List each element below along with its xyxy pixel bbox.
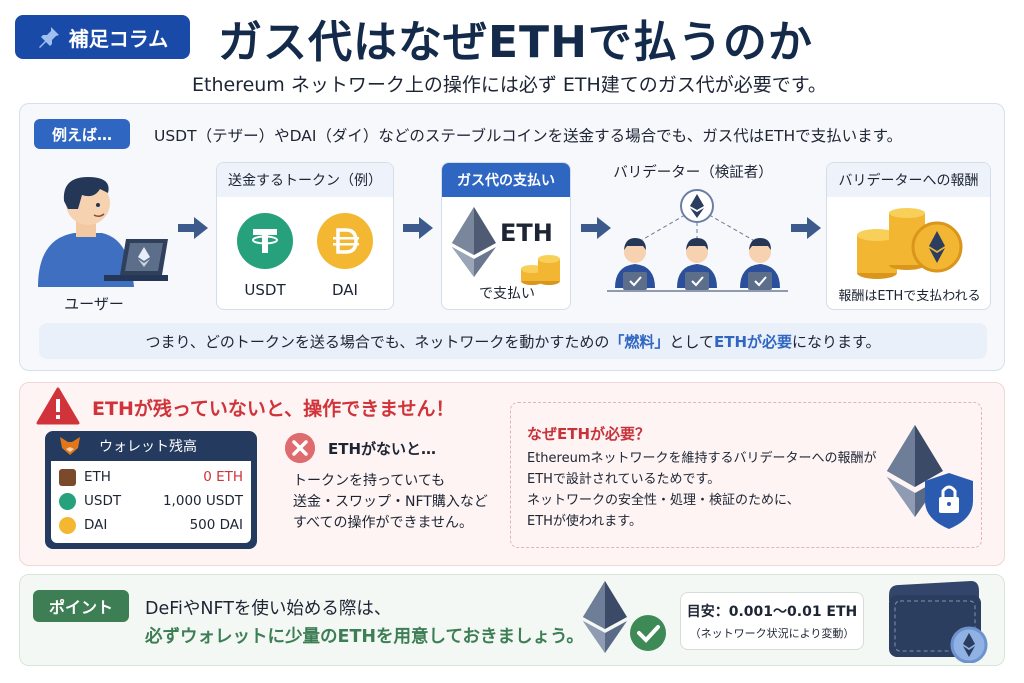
token-label: DAI xyxy=(332,281,358,299)
point-text-line1: DeFiやNFTを使い始める際は、 xyxy=(145,599,392,619)
validator-person xyxy=(615,238,655,290)
gas-card-caption: で支払い xyxy=(479,286,535,302)
arrow-right-icon xyxy=(581,217,611,239)
arrow-right-icon xyxy=(791,217,821,239)
dai-icon xyxy=(317,213,373,269)
guide-amount: 目安：0.001〜0.01 ETH xyxy=(686,604,858,620)
guide-amount-box: 目安：0.001〜0.01 ETH （ネットワーク状況により変動） xyxy=(680,592,864,650)
warning-icon xyxy=(36,387,80,425)
page-title: ガス代はなぜETHで払うのか xyxy=(218,17,813,68)
reward-card-caption: 報酬はETHで支払われる xyxy=(838,289,981,304)
eth-balance: 0 ETH xyxy=(203,469,243,485)
page-subtitle: Ethereum ネットワーク上の操作には必ず ETH建てのガス代が必要です。 xyxy=(192,74,827,96)
user-with-laptop-icon xyxy=(38,177,168,287)
dai-icon xyxy=(59,516,76,534)
gas-card-title: ガス代の支払い xyxy=(442,163,570,197)
x-circle-icon xyxy=(285,433,315,463)
token-usdt: USDT xyxy=(235,213,295,299)
why-eth-title: なぜETHが必要？ xyxy=(527,425,651,443)
column-badge-label: 補足コラム xyxy=(68,26,169,51)
eth-coins-icon xyxy=(857,208,963,279)
tokens-card-title: 送金するトークン（例） xyxy=(217,163,393,197)
guide-note: （ネットワーク状況により変動） xyxy=(689,627,855,640)
why-eth-description: Ethereumネットワークを維持するバリデーターへの報酬が ETHで設計されて… xyxy=(527,451,877,529)
no-eth-description: トークンを持っていても 送金・スワップ・NFT購入など すべての操作ができません… xyxy=(293,473,488,531)
summary-text: として xyxy=(669,332,714,351)
ethereum-shield-lock-icon xyxy=(887,425,973,529)
point-badge: ポイント xyxy=(33,590,129,622)
summary-text: になります。 xyxy=(792,332,881,351)
dai-balance: 500 DAI xyxy=(189,517,243,533)
tokens-card: 送金するトークン（例） USDT DAI xyxy=(216,162,394,310)
example-badge: 例えば… xyxy=(34,119,130,149)
pushpin-icon xyxy=(38,27,59,48)
why-eth-box: なぜETHが必要？ Ethereumネットワークを維持するバリデーターへの報酬が… xyxy=(510,402,982,548)
gas-currency: ETH xyxy=(500,219,553,247)
wallet-title: ウォレット残高 xyxy=(99,439,197,455)
arrow-right-icon xyxy=(403,217,433,239)
wallet-row-usdt: USDT 1,000 USDT xyxy=(59,489,243,513)
validators-network-illustration xyxy=(607,189,788,292)
wallet-balance-card: ウォレット残高 ETH 0 ETH USDT 1,000 USDT DAI 50… xyxy=(45,431,257,549)
example-text: USDT（テザー）やDAI（ダイ）などのステーブルコインを送金する場合でも、ガス… xyxy=(154,127,903,145)
user-illustration: ユーザー xyxy=(34,169,174,314)
ethereum-icon xyxy=(452,207,496,277)
metamask-fox-icon xyxy=(59,468,76,486)
warning-title: ETHが残っていないと、操作できません！ xyxy=(92,398,455,420)
validator-person xyxy=(740,238,780,290)
gas-payment-card: ガス代の支払い ETH で支払い xyxy=(441,162,571,310)
wallet-eth-icon xyxy=(889,581,988,663)
ethereum-check-icon xyxy=(583,581,666,653)
reward-card-title: バリデーターへの報酬 xyxy=(827,163,990,197)
arrow-right-icon xyxy=(178,217,208,239)
metamask-fox-icon xyxy=(60,437,80,455)
warning-section: ETHが残っていないと、操作できません！ ウォレット残高 ETH 0 ETH U… xyxy=(19,382,1005,566)
summary-highlight-fuel: 「燃料」 xyxy=(609,332,670,351)
validators-title: バリデーター（検証者） xyxy=(613,165,773,181)
summary-banner: つまり、どのトークンを送る場合でも、ネットワークを動かすための 「燃料」 として… xyxy=(39,323,987,359)
summary-highlight-eth: ETHが必要 xyxy=(713,332,793,351)
point-section: ポイント DeFiやNFTを使い始める際は、 必ずウォレットに少量のETHを用意… xyxy=(19,574,1005,666)
validator-reward-card: バリデーターへの報酬 報酬はETHで支払われる xyxy=(826,162,991,310)
usdt-icon xyxy=(237,213,293,269)
point-text-line2: 必ずウォレットに少量のETHを用意しておきましょう。 xyxy=(145,627,584,647)
coins-icon xyxy=(521,255,560,285)
usdt-balance: 1,000 USDT xyxy=(162,493,243,509)
usdt-icon xyxy=(59,492,76,510)
token-label: USDT xyxy=(244,281,286,299)
validator-person xyxy=(677,238,717,290)
no-eth-title: ETHがないと… xyxy=(328,440,437,458)
column-badge: 補足コラム xyxy=(15,15,190,59)
token-dai: DAI xyxy=(315,213,375,299)
example-section: 例えば… USDT（テザー）やDAI（ダイ）などのステーブルコインを送金する場合… xyxy=(19,103,1005,371)
wallet-row-eth: ETH 0 ETH xyxy=(59,465,243,489)
summary-text: つまり、どのトークンを送る場合でも、ネットワークを動かすための xyxy=(145,332,610,351)
user-label: ユーザー xyxy=(64,295,124,313)
wallet-row-dai: DAI 500 DAI xyxy=(59,513,243,537)
